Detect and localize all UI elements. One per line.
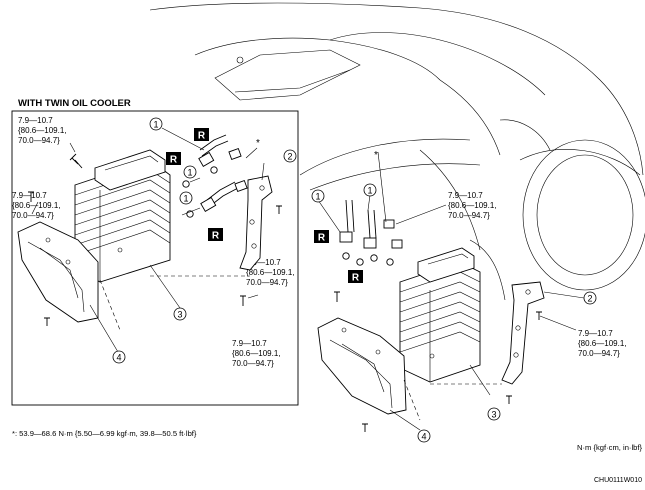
inset-title: WITH TWIN OIL COOLER (18, 98, 131, 109)
figure-code: CHU0111W010 (594, 477, 642, 484)
svg-text:R: R (170, 155, 178, 166)
svg-text:3: 3 (177, 310, 182, 320)
leaders-inset (31, 127, 265, 353)
torque-kgf: {80.6—109.1, (578, 339, 626, 348)
replace-mark-inset-2: R (166, 152, 181, 166)
torque-kgf: {80.6—109.1, (246, 268, 294, 277)
torque-value: 7.9—10.7 (246, 258, 281, 267)
vehicle-outline (149, 2, 645, 301)
svg-text:4: 4 (421, 432, 426, 442)
svg-text:*: * (374, 150, 378, 161)
torque-value: 7.9—10.7 (12, 191, 47, 200)
replace-mark-inset-3: R (208, 228, 223, 242)
svg-text:1: 1 (183, 194, 188, 204)
torque-spec-inset-right: 7.9—10.7 {80.6—109.1, 70.0—94.7} (246, 258, 294, 287)
svg-text:1: 1 (187, 168, 192, 178)
svg-text:*: * (256, 138, 260, 149)
callout-1-inset-mid: 1 (183, 165, 197, 179)
callout-2-inset: 2 (283, 149, 297, 163)
cooler-bracket-inset (239, 175, 273, 271)
svg-text:1: 1 (315, 192, 320, 202)
replace-mark-inset-1: R (194, 128, 209, 142)
svg-text:3: 3 (491, 410, 496, 420)
callout-1-inset-top: 1 (149, 117, 163, 131)
svg-text:R: R (212, 231, 220, 242)
bolts-inset (28, 153, 282, 326)
inset-frame (11, 110, 299, 406)
callout-4-inset: 4 (112, 350, 126, 364)
torque-inlbf: 70.0—94.7} (18, 136, 60, 145)
torque-value: 7.9—10.7 (578, 329, 613, 338)
svg-text:R: R (318, 233, 326, 244)
torque-spec-main-right: 7.9—10.7 {80.6—109.1, 70.0—94.7} (578, 329, 626, 358)
torque-inlbf: 70.0—94.7} (448, 211, 490, 220)
callout-1-main-left: 1 (311, 189, 325, 203)
svg-text:R: R (198, 131, 206, 142)
torque-inlbf: 70.0—94.7} (246, 278, 288, 287)
torque-value: 7.9—10.7 (232, 339, 267, 348)
replace-mark-main-1: R (314, 230, 329, 244)
torque-spec-inset-top-left: 7.9—10.7 {80.6—109.1, 70.0—94.7} (18, 116, 66, 145)
oil-cooler-core-main (399, 247, 481, 383)
torque-inlbf: 70.0—94.7} (578, 349, 620, 358)
main-asterisk-marker: * (374, 150, 378, 161)
callout-1-inset-low: 1 (179, 191, 193, 205)
torque-kgf: {80.6—109.1, (232, 349, 280, 358)
air-guide-main (317, 317, 407, 415)
callout-2-main: 2 (583, 291, 597, 305)
torque-spec-main-top: 7.9—10.7 {80.6—109.1, 70.0—94.7} (448, 191, 496, 220)
torque-inlbf: 70.0—94.7} (232, 359, 274, 368)
callout-1-main-right: 1 (363, 183, 377, 197)
oil-hoses-inset (182, 134, 248, 218)
svg-text:2: 2 (587, 294, 592, 304)
asterisk-footnote: *: 53.9—68.6 N·m {5.50—6.99 kgf·m, 39.8—… (12, 429, 197, 438)
callout-3-inset: 3 (173, 307, 187, 321)
svg-text:R: R (352, 273, 360, 284)
svg-text:4: 4 (116, 353, 121, 363)
cooler-bracket-main (501, 281, 545, 385)
torque-kgf: {80.6—109.1, (18, 126, 66, 135)
replace-mark-main-2: R (348, 270, 363, 284)
callout-3-main: 3 (487, 407, 501, 421)
torque-value: 7.9—10.7 (18, 116, 53, 125)
torque-inlbf: 70.0—94.7} (12, 211, 54, 220)
inset-asterisk-marker: * (245, 138, 260, 159)
bolts-main (334, 291, 542, 432)
oil-hoses-main (339, 199, 403, 266)
svg-text:1: 1 (367, 186, 372, 196)
torque-value: 7.9—10.7 (448, 191, 483, 200)
torque-kgf: {80.6—109.1, (448, 201, 496, 210)
svg-text:2: 2 (287, 152, 292, 162)
units-note: N·m {kgf·cm, in·lbf} (577, 443, 642, 452)
svg-text:1: 1 (153, 120, 158, 130)
torque-spec-inset-bottom: 7.9—10.7 {80.6—109.1, 70.0—94.7} (232, 339, 280, 368)
leaders-main (317, 151, 585, 431)
callout-4-main: 4 (417, 429, 431, 443)
twin-oil-cooler-core (74, 149, 171, 283)
